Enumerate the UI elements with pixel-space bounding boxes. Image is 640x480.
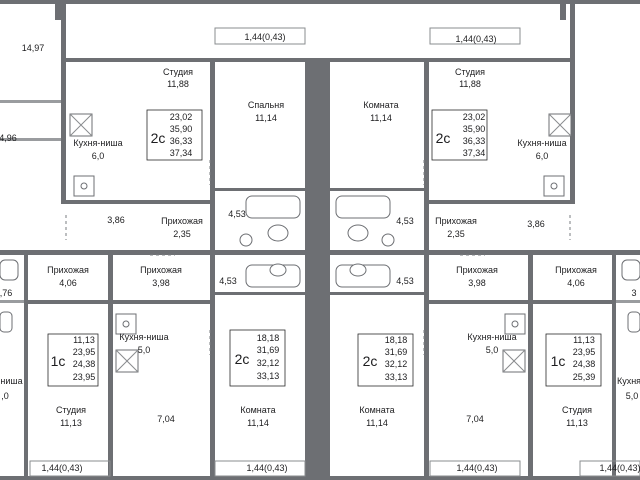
room-name: Кухня-ниша bbox=[73, 138, 122, 148]
apartment-type: 1с bbox=[551, 353, 566, 369]
room-area: 11,14 bbox=[366, 418, 388, 428]
apartment-area: 31,69 bbox=[385, 347, 408, 357]
balcony-label: 1,44(0,43) bbox=[246, 463, 287, 473]
room-area: 3,98 bbox=[468, 278, 486, 288]
room-area: 4,53 bbox=[219, 276, 237, 286]
apartment-area: 18,18 bbox=[385, 335, 408, 345]
room-name: Студия bbox=[455, 67, 485, 77]
apartment-area: 36,33 bbox=[170, 136, 193, 146]
room-name: Прихожая bbox=[47, 265, 89, 275]
room-area: 4,53 bbox=[396, 216, 414, 226]
room-name: Прихожая bbox=[555, 265, 597, 275]
edge-room-area: ,76 bbox=[0, 288, 12, 298]
edge-room-area: 5,0 bbox=[626, 391, 639, 401]
room-area: 3,86 bbox=[107, 215, 125, 225]
room-area: 4,53 bbox=[228, 209, 246, 219]
apartment-area: 23,95 bbox=[73, 372, 96, 382]
room-area: 11,14 bbox=[370, 113, 392, 123]
apartment-boxes bbox=[47, 109, 602, 387]
apartment-area: 35,90 bbox=[170, 124, 193, 134]
apartment-area: 37,34 bbox=[170, 148, 193, 158]
room-area: 5,0 bbox=[486, 345, 499, 355]
apartment-type: 2с bbox=[235, 351, 250, 367]
room-labels: Студия 11,88 Кухня-ниша 6,0 3,86 Прихожа… bbox=[47, 67, 597, 428]
apartment-area: 32,12 bbox=[257, 358, 280, 368]
room-name: Кухня-ниша bbox=[119, 332, 168, 342]
apartment-area: 33,13 bbox=[257, 371, 280, 381]
apartment-area: 23,95 bbox=[73, 347, 96, 357]
apartment-area: 32,12 bbox=[385, 359, 408, 369]
room-name: Прихожая bbox=[140, 265, 182, 275]
balcony-label: 1,44(0,43) bbox=[599, 463, 640, 473]
edge-room-area: Кухня bbox=[617, 376, 640, 386]
apartment-area: 37,34 bbox=[463, 148, 486, 158]
apartment-area: 31,69 bbox=[257, 345, 280, 355]
room-area: 7,04 bbox=[157, 414, 175, 424]
room-name: Прихожая bbox=[435, 216, 477, 226]
room-area: 11,13 bbox=[566, 418, 588, 428]
room-area: 11,88 bbox=[459, 79, 481, 89]
room-area: 4,06 bbox=[59, 278, 77, 288]
apartment-type: 2с bbox=[151, 130, 166, 146]
room-name: Кухня-ниша bbox=[517, 138, 566, 148]
room-name: Кухня-ниша bbox=[467, 332, 516, 342]
room-area: 3,98 bbox=[152, 278, 170, 288]
room-area: 7,04 bbox=[466, 414, 484, 424]
apartment-area: 23,02 bbox=[170, 112, 193, 122]
apartment-area: 23,02 bbox=[463, 112, 486, 122]
door-markers bbox=[65, 160, 571, 355]
balcony-label: 1,44(0,43) bbox=[455, 34, 496, 44]
room-area: 3,86 bbox=[527, 219, 545, 229]
room-name: Комната bbox=[240, 405, 275, 415]
room-area: 2,35 bbox=[173, 229, 191, 239]
room-area: 6,0 bbox=[536, 151, 549, 161]
kitchen-fixtures bbox=[69, 113, 572, 373]
bathroom-fixtures bbox=[0, 195, 640, 333]
room-area: 5,0 bbox=[138, 345, 151, 355]
edge-room-area: ,0 bbox=[1, 391, 9, 401]
apartment-type: 1с bbox=[51, 353, 66, 369]
apartment-area: 11,13 bbox=[73, 335, 95, 345]
apartment-area: 18,18 bbox=[257, 333, 280, 343]
apartment-area: 11,13 bbox=[573, 335, 595, 345]
apartment-area: 23,95 bbox=[573, 347, 596, 357]
edge-room-area: 14,97 bbox=[22, 43, 45, 53]
room-area: 11,14 bbox=[247, 418, 269, 428]
room-name: Комната bbox=[363, 100, 398, 110]
apartment-summaries: 2с 23,02 35,90 36,33 37,34 2с 23,02 35,9… bbox=[51, 112, 596, 382]
apartment-area: 33,13 bbox=[385, 372, 408, 382]
room-name: Прихожая bbox=[161, 216, 203, 226]
edge-room-area: 3 bbox=[631, 288, 636, 298]
balconies bbox=[29, 27, 640, 477]
room-name: Прихожая bbox=[456, 265, 498, 275]
edge-room-area: -ниша bbox=[0, 376, 23, 386]
apartment-area: 24,38 bbox=[73, 359, 96, 369]
apartment-type: 2с bbox=[363, 353, 378, 369]
room-name: Спальня bbox=[248, 100, 284, 110]
room-area: 4,06 bbox=[567, 278, 585, 288]
apartment-area: 36,33 bbox=[463, 136, 486, 146]
apartment-area: 35,90 bbox=[463, 124, 486, 134]
edge-room-labels: 14,97 4,96 ,76 -ниша ,0 3 Кухня 5,0 bbox=[0, 43, 640, 401]
room-area: 11,14 bbox=[255, 113, 277, 123]
room-name: Студия bbox=[562, 405, 592, 415]
room-area: 4,53 bbox=[396, 276, 414, 286]
room-area: 6,0 bbox=[92, 151, 105, 161]
balcony-label: 1,44(0,43) bbox=[244, 32, 285, 42]
apartment-type: 2с bbox=[436, 130, 451, 146]
room-area: 11,13 bbox=[60, 418, 82, 428]
balcony-labels: 1,44(0,43) 1,44(0,43) 1,44(0,43) 1,44(0,… bbox=[41, 32, 640, 473]
edge-room-area: 4,96 bbox=[0, 133, 17, 143]
balcony-label: 1,44(0,43) bbox=[456, 463, 497, 473]
room-name: Комната bbox=[359, 405, 394, 415]
apartment-area: 25,39 bbox=[573, 372, 596, 382]
room-name: Студия bbox=[163, 67, 193, 77]
room-area: 2,35 bbox=[447, 229, 465, 239]
room-area: 11,88 bbox=[167, 79, 189, 89]
apartment-area: 24,38 bbox=[573, 359, 596, 369]
room-name: Студия bbox=[56, 405, 86, 415]
balcony-label: 1,44(0,43) bbox=[41, 463, 82, 473]
